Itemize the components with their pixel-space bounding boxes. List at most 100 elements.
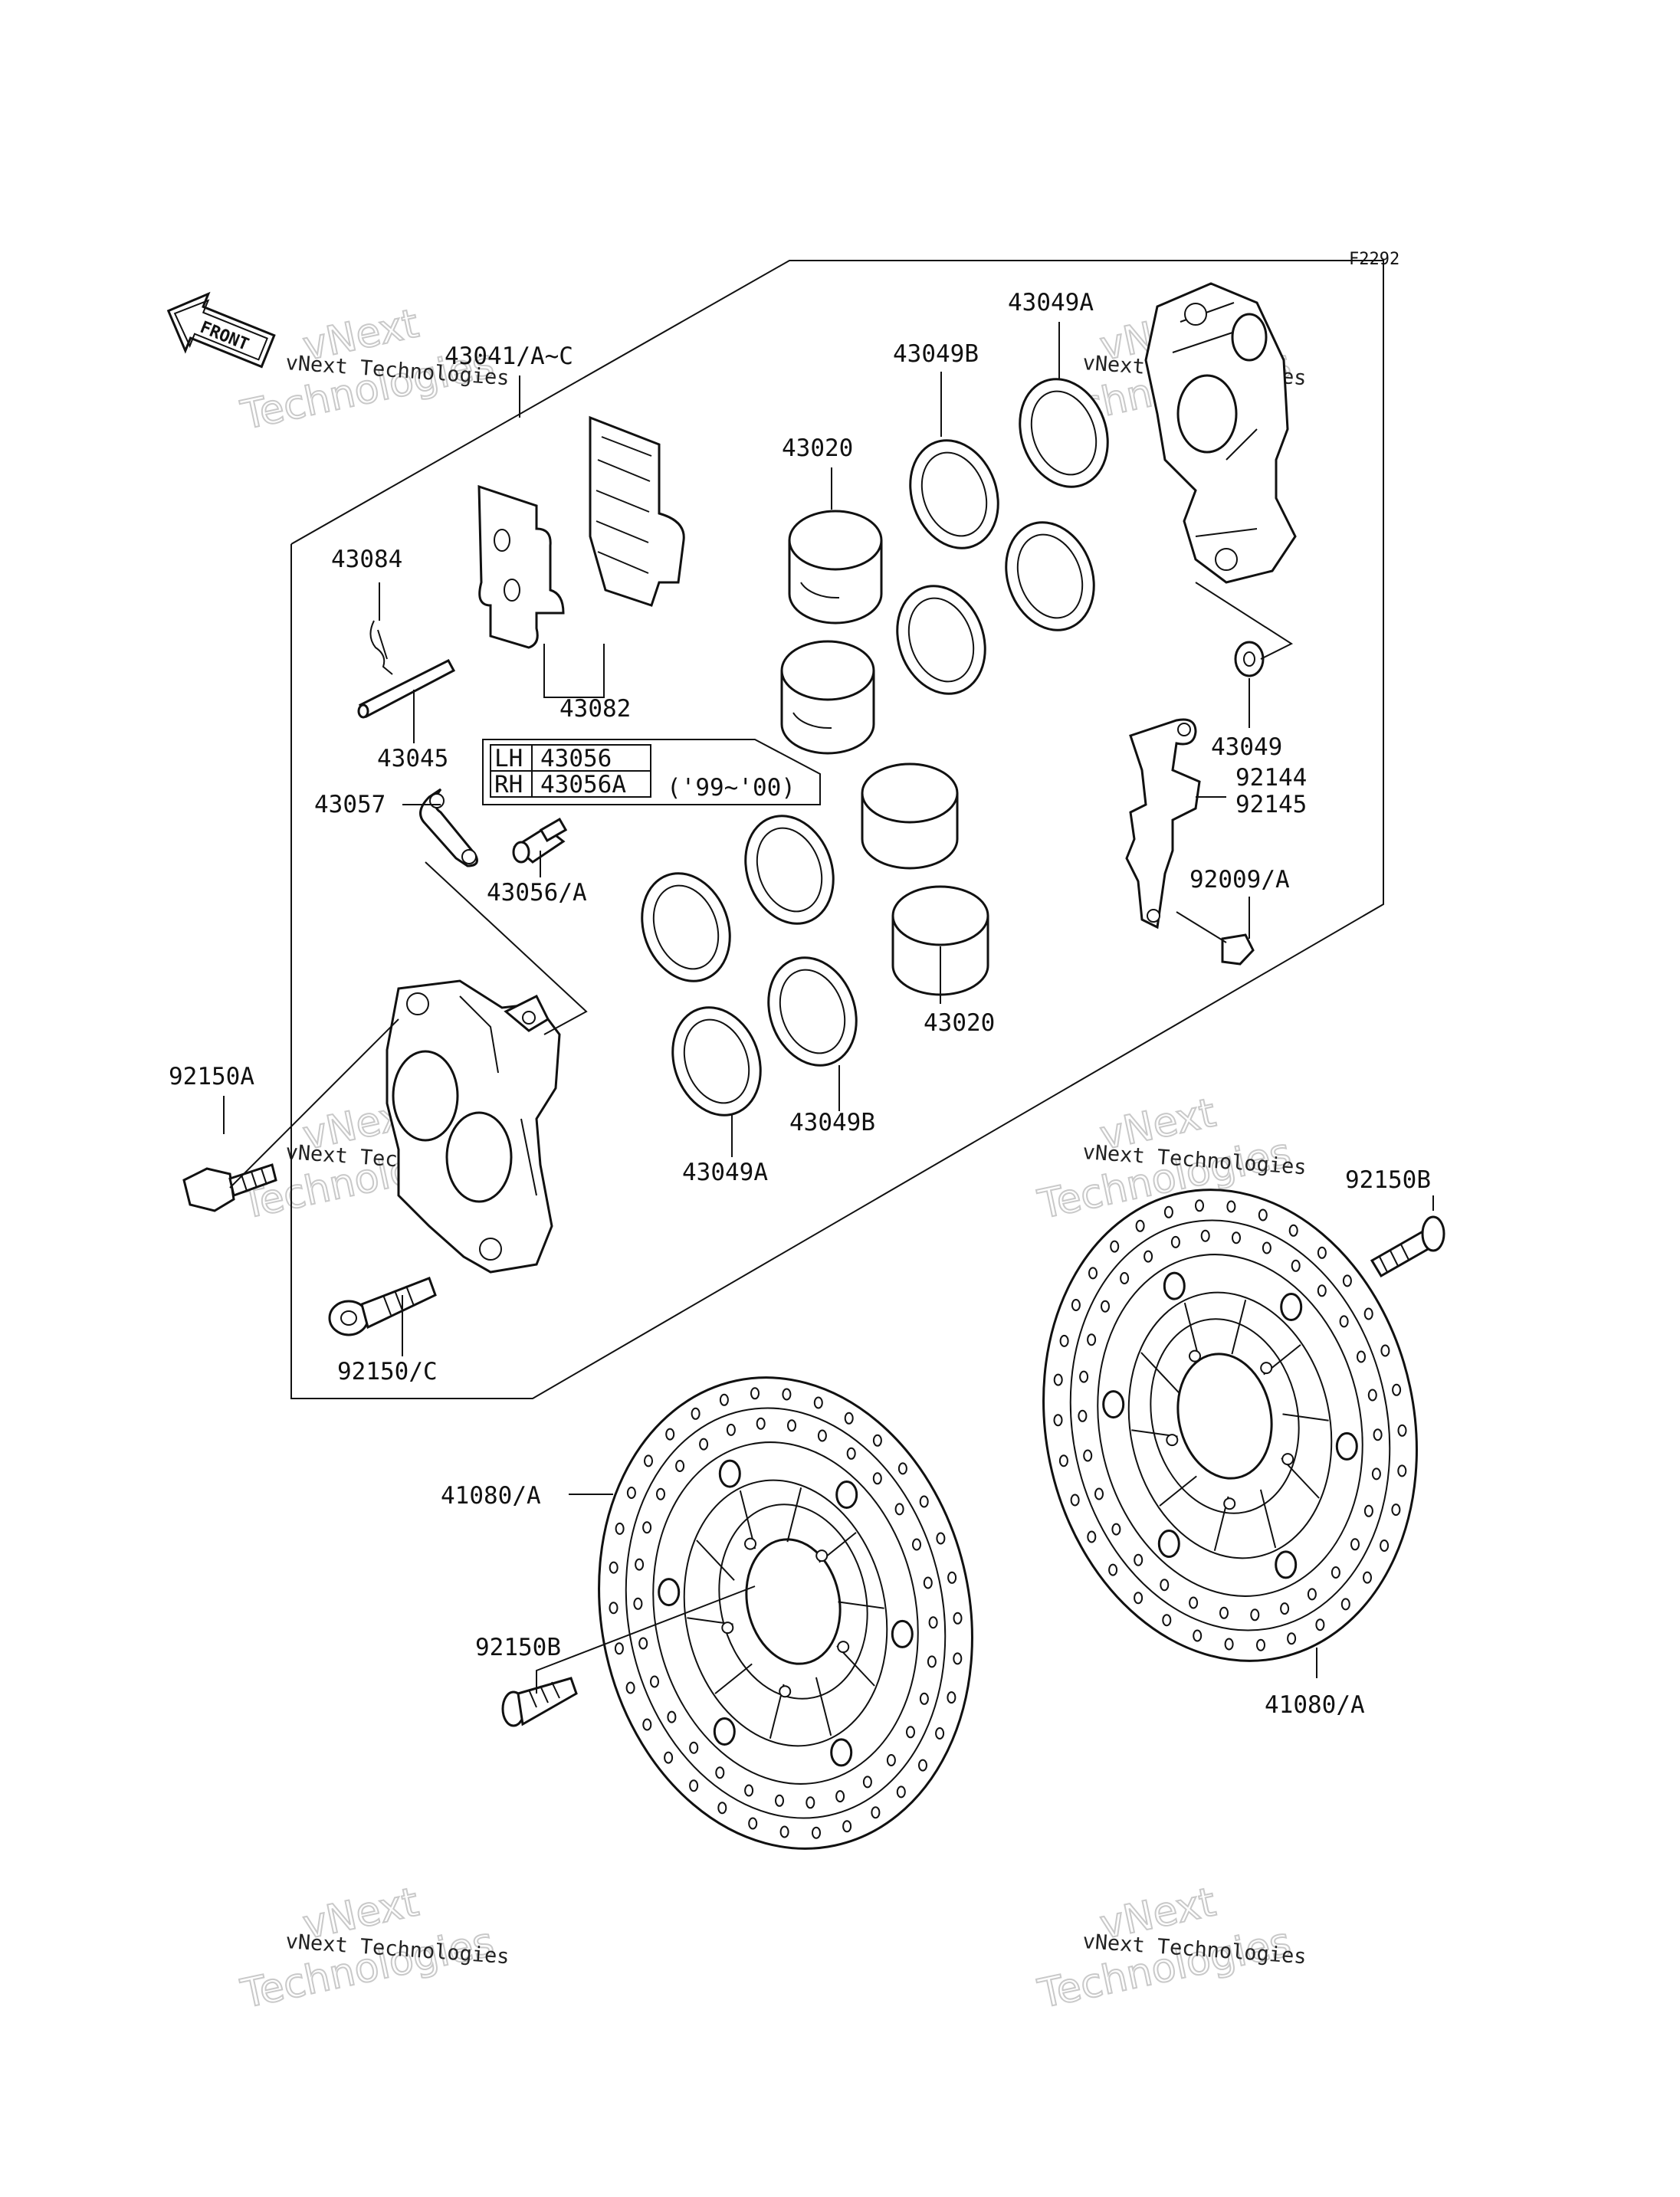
label-43049a-bottom: 43049A [682,1159,768,1186]
disc-drill-hole [1144,1250,1153,1263]
seal-43049a-c [641,872,731,982]
table-years: ('99~'00) [667,774,796,802]
disc-drill-hole [750,1387,760,1400]
label-92150c: 92150/C [337,1358,438,1385]
disc-drill-hole [1087,1333,1097,1346]
label-41080a-left: 41080/A [441,1482,541,1510]
disc-drill-hole [1200,1229,1210,1242]
disc-drill-hole [1226,1200,1236,1213]
front-arrow-icon: FRONT [166,291,276,369]
table-side-lh: LH [494,745,523,772]
disc-drill-hole [756,1417,766,1430]
label-92150b-right: 92150B [1345,1166,1431,1194]
disc-spoke [1140,1352,1180,1393]
disc-drill-hole [1053,1373,1063,1386]
disc-spoke [714,1663,753,1694]
disc-floating-button [1335,1431,1358,1461]
disc-drill-hole [1397,1424,1407,1437]
disc-mount-hole [1281,1453,1294,1466]
disc-drill-hole [644,1454,653,1467]
brake-pad-front [589,415,685,607]
disc-drill-hole [699,1438,709,1451]
disc-floating-button [891,1619,914,1648]
disc-drill-hole [1380,1540,1390,1552]
disc-drill-hole [894,1503,904,1516]
disc-floating-button [713,1717,736,1746]
disc-drill-hole [812,1826,821,1839]
table-side-rh: RH [494,771,523,798]
brake-pad-rear [477,484,565,649]
disc-drill-hole [1134,1553,1144,1566]
watermark-6: vNext Technologies vNext Technologies [1033,1878,1307,2018]
disc-drill-hole [1071,1299,1081,1311]
label-92150b-left: 92150B [475,1634,561,1661]
disc-drill-hole [817,1429,827,1442]
label-92144: 92144 [1235,764,1307,792]
disc-mount-hole [1223,1497,1236,1510]
disc-drill-hole [633,1597,643,1610]
disc-drill-hole [779,1825,789,1838]
disc-drill-hole [1363,1504,1373,1517]
seal-43049a-a [1019,378,1109,488]
disc-drill-hole [1373,1428,1383,1441]
bolt-92150b-left [501,1677,578,1727]
disc-drill-hole [1391,1503,1401,1517]
disc-mount-hole [1189,1349,1201,1362]
disc-drill-hole [1317,1284,1327,1297]
disc-mount-hole [815,1549,829,1562]
disc-spoke [1159,1475,1197,1507]
disc-floating-button [1102,1390,1125,1419]
label-92150a: 92150A [169,1063,254,1090]
disc-drill-hole [1079,1370,1089,1383]
disc-drill-hole [947,1571,957,1584]
disc-mount-hole [744,1537,756,1550]
disc-mount-hole [837,1641,850,1654]
disc-drill-hole [1258,1208,1268,1221]
disc-drill-hole [1120,1272,1130,1284]
disc-spoke [786,1487,802,1543]
disc-drill-hole [918,1759,927,1772]
leader-lines [223,322,1434,1694]
disc-drill-hole [1331,1566,1340,1579]
disc-drill-hole [896,1785,906,1799]
disc-drill-hole [715,1766,725,1779]
disc-drill-hole [775,1794,784,1807]
bolt-92150a [182,1163,277,1212]
disc-drill-hole [1111,1523,1121,1536]
disc-drill-hole [871,1806,881,1819]
assembly-boundary [290,260,1384,1399]
disc-drill-hole [1317,1246,1327,1259]
table-part-lh: 43056 [540,745,612,772]
disc-drill-hole [919,1692,929,1705]
bolt-92009 [1176,911,1255,966]
disc-drill-hole [912,1538,921,1551]
disc-drill-hole [614,1642,624,1655]
disc-drill-hole [782,1388,792,1401]
disc-drill-hole [947,1691,956,1704]
disc-drill-hole [667,1710,677,1723]
disc-drill-hole [1363,1571,1372,1584]
disc-spoke [1282,1413,1329,1421]
disc-drill-hole [1232,1231,1241,1244]
label-92145: 92145 [1235,791,1307,818]
label-43049: 43049 [1211,733,1282,761]
disc-drill-hole [835,1790,845,1803]
disc-drill-hole [1357,1350,1366,1363]
disc-drill-hole [726,1423,736,1436]
disc-drill-hole [1101,1300,1110,1313]
disc-drill-hole [1342,1274,1352,1287]
disc-drill-hole [842,1820,852,1833]
disc-drill-hole [1134,1592,1144,1605]
disc-drill-hole [846,1447,856,1460]
disc-drill-hole [872,1434,882,1447]
disc-spoke [696,1540,735,1581]
disc-spoke [1231,1299,1247,1355]
disc-spoke [815,1677,832,1736]
disc-drill-hole [935,1727,945,1740]
clip-43084 [369,620,393,675]
seal-43049b-b [896,585,986,695]
disc-drill-hole [665,1428,675,1441]
label-43020-top: 43020 [782,434,853,462]
disc-drill-hole [1162,1614,1172,1627]
disc-drill-hole [1087,1530,1097,1543]
